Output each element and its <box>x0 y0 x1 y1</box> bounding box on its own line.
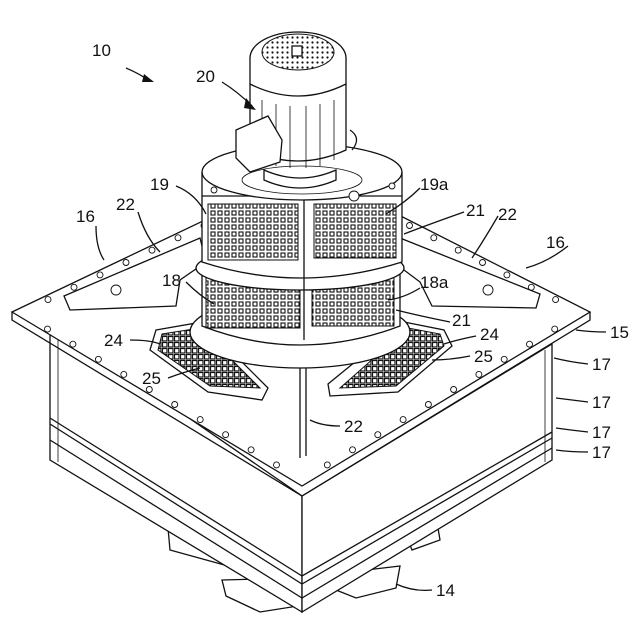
numeral-18a: 18a <box>420 273 449 292</box>
bolt-hole <box>501 356 507 362</box>
numeral-18: 18 <box>162 271 181 290</box>
numeral-19: 19 <box>150 175 169 194</box>
numeral-24-right: 24 <box>480 325 499 344</box>
bolt-hole <box>70 341 76 347</box>
numeral-16-right: 16 <box>546 233 565 252</box>
bolt-hole <box>197 417 203 423</box>
numeral-17-b: 17 <box>592 393 611 412</box>
numeral-20: 20 <box>196 67 215 86</box>
bolt-hole <box>375 432 381 438</box>
bolt-hole <box>45 326 51 332</box>
bolt-hole <box>149 247 155 253</box>
bolt-hole <box>431 235 437 241</box>
bolt-hole <box>553 297 559 303</box>
numeral-21-top: 21 <box>466 201 485 220</box>
bolt-hole <box>274 462 280 468</box>
bolt-hole <box>400 417 406 423</box>
numeral-21-bottom: 21 <box>452 311 471 330</box>
numeral-22-bottom: 22 <box>344 417 363 436</box>
bolt-hole <box>248 447 254 453</box>
numeral-22-left: 22 <box>116 195 135 214</box>
bolt-hole <box>324 462 330 468</box>
bolt-hole <box>123 260 129 266</box>
numeral-24-left: 24 <box>104 331 123 350</box>
numeral-25-right: 25 <box>474 347 493 366</box>
bolt-hole <box>476 371 482 377</box>
bolt-hole <box>455 247 461 253</box>
numeral-17-c: 17 <box>592 423 611 442</box>
bolt-hole <box>71 284 77 290</box>
numeral-17-d: 17 <box>592 443 611 462</box>
bolt-hole <box>552 326 558 332</box>
bolt-hole <box>97 272 103 278</box>
bolt-hole <box>95 356 101 362</box>
numeral-14: 14 <box>436 581 455 600</box>
bolt-hole <box>407 223 413 229</box>
numeral-10: 10 <box>92 41 111 60</box>
numeral-17-a: 17 <box>592 355 611 374</box>
bolt-hole <box>175 235 181 241</box>
numeral-16-left: 16 <box>76 207 95 226</box>
numeral-22-right: 22 <box>498 205 517 224</box>
bolt-hole <box>425 402 431 408</box>
numeral-25-left: 25 <box>142 369 161 388</box>
bolt-hole <box>121 371 127 377</box>
bolt-hole <box>223 432 229 438</box>
bolt-hole <box>527 341 533 347</box>
numeral-15: 15 <box>610 323 629 342</box>
bolt-hole <box>172 402 178 408</box>
bolt-hole <box>451 387 457 393</box>
bolt-hole <box>480 260 486 266</box>
bolt-hole <box>45 297 51 303</box>
bolt-hole <box>504 272 510 278</box>
bolt-hole <box>350 447 356 453</box>
numeral-19a: 19a <box>420 175 449 194</box>
